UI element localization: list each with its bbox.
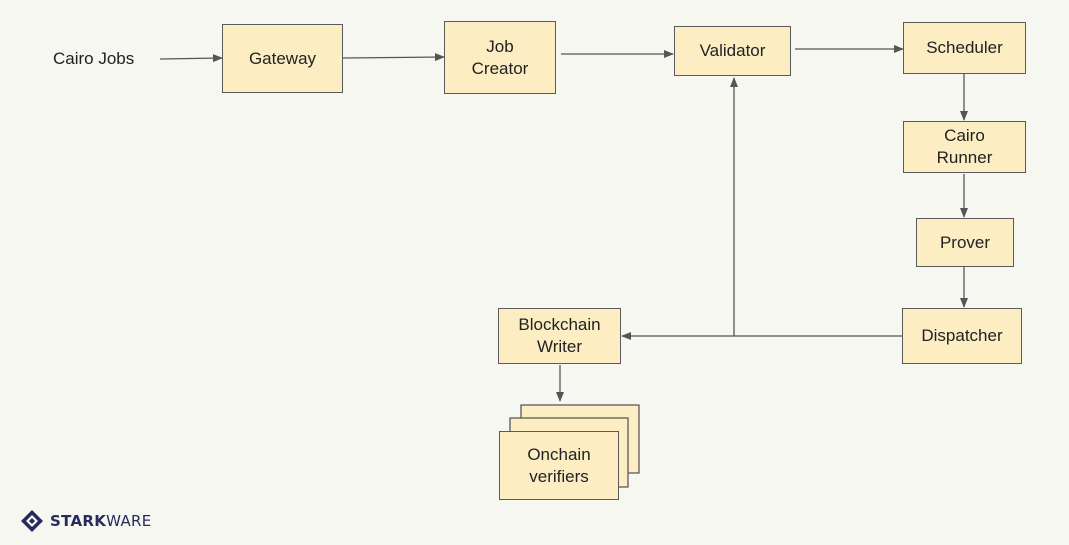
node-dispatcher-label: Dispatcher	[921, 326, 1003, 345]
node-scheduler: Scheduler	[903, 22, 1026, 74]
node-prover: Prover	[916, 218, 1014, 267]
node-validator-label: Validator	[699, 41, 766, 60]
logo-text-bold: STARK	[50, 512, 107, 530]
arrow-gateway-to-job-creator	[342, 53, 445, 62]
logo-text-light: WARE	[106, 512, 152, 530]
node-blockchain-writer-label: Blockchain Writer	[518, 315, 601, 356]
node-cairo-runner: Cairo Runner	[903, 121, 1026, 173]
node-gateway-label: Gateway	[248, 48, 317, 68]
input-label-cairo-jobs: Cairo Jobs	[53, 49, 135, 68]
node-validator: Validator	[674, 26, 791, 76]
node-scheduler-label: Scheduler	[926, 38, 1003, 57]
node-dispatcher: Dispatcher	[902, 308, 1022, 364]
node-onchain-verifiers: Onchain verifiers	[499, 431, 619, 500]
node-job-creator-label: Job Creator	[471, 36, 529, 78]
node-prover-label: Prover	[939, 232, 991, 252]
starkware-logo: STARKWARE	[20, 509, 152, 533]
node-onchain-verifiers-label: Onchain verifiers	[527, 444, 591, 486]
node-cairo-runner-label: Cairo Runner	[936, 126, 993, 167]
node-gateway: Gateway	[222, 24, 343, 93]
node-blockchain-writer: Blockchain Writer	[498, 308, 621, 364]
arrow-input-to-gateway	[159, 54, 223, 63]
starkware-mark-icon	[21, 510, 43, 532]
starkware-wordmark: STARKWARE	[50, 512, 152, 530]
node-job-creator: Job Creator	[444, 21, 556, 94]
